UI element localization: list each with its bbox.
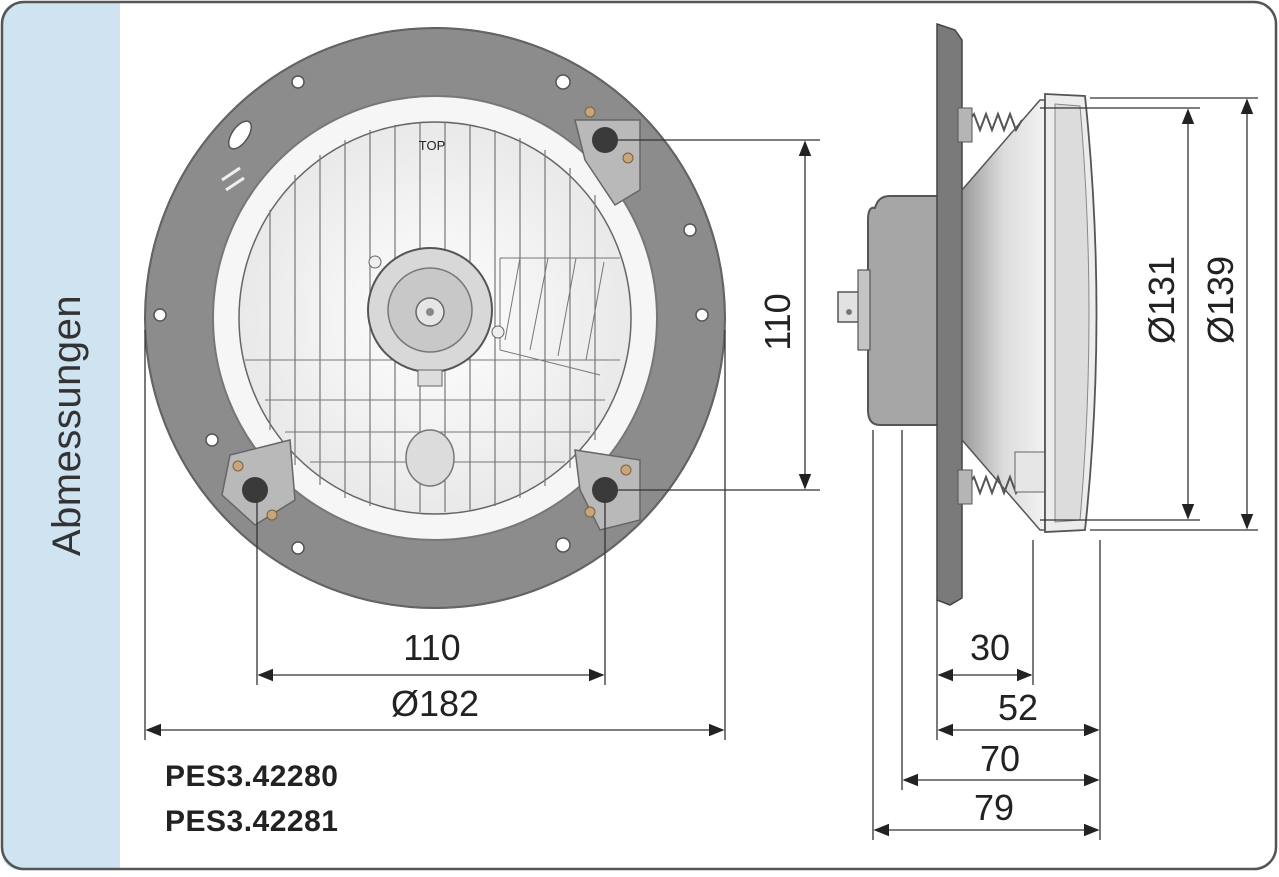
springs — [967, 111, 1023, 496]
dim-79: 79 — [974, 787, 1014, 828]
dim-diameter-139: Ø139 — [1200, 256, 1241, 344]
dim-diameter-131: Ø131 — [1141, 256, 1182, 344]
side-view: Ø131 Ø139 30 52 70 79 — [837, 22, 1258, 840]
sidebar-title: Abmessungen — [28, 270, 108, 580]
dim-diameter-182: Ø182 — [391, 683, 479, 724]
rear-housing — [867, 195, 941, 426]
front-view: TOP — [144, 27, 820, 740]
part-number-1: PES3.42280 — [165, 760, 339, 793]
dim-horizontal-110: 110 — [403, 627, 460, 668]
part-number-2: PES3.42281 — [165, 805, 339, 838]
sidebar-band — [2, 2, 120, 870]
connector-tab — [837, 291, 861, 323]
sidebar-title-text: Abmessungen — [45, 294, 90, 556]
low-lens-bulge — [405, 429, 455, 487]
dim-70: 70 — [980, 738, 1020, 779]
screw-top-right — [592, 127, 618, 153]
dim-30: 30 — [970, 627, 1010, 668]
screw-bottom-right — [592, 477, 618, 503]
lens-top-mark: TOP — [419, 138, 446, 153]
flange-holes — [153, 74, 709, 555]
screw-bottom-left — [242, 477, 268, 503]
dim-vertical-110: 110 — [757, 293, 798, 350]
dim-52: 52 — [998, 687, 1038, 728]
